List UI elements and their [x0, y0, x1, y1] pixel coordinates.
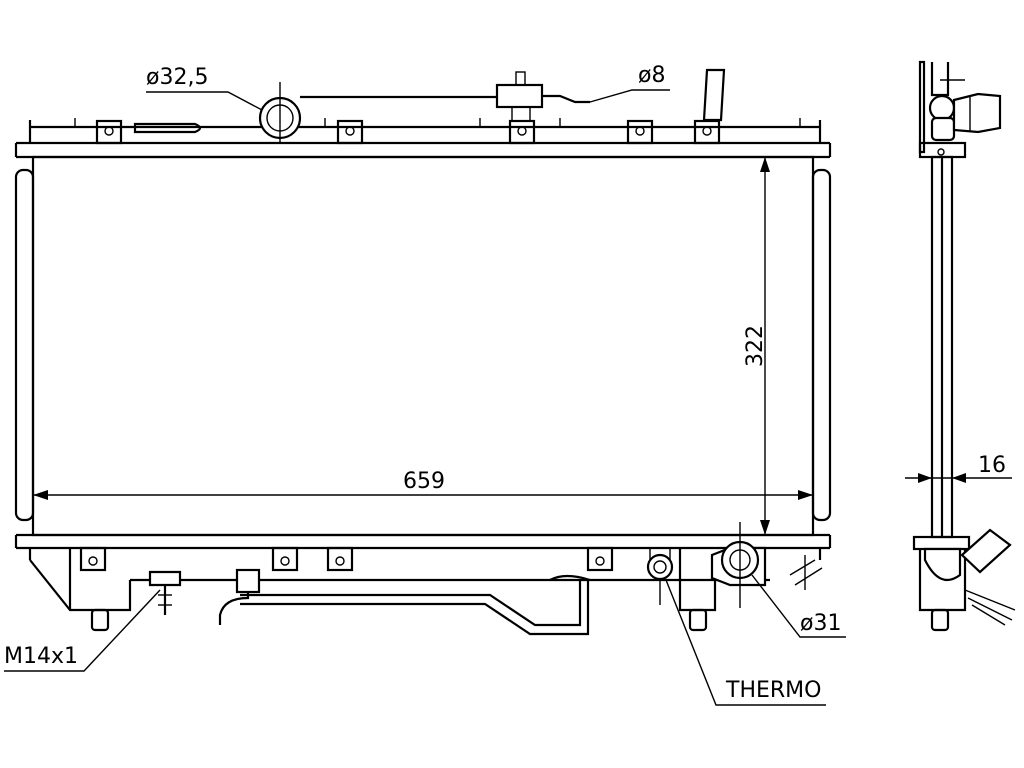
- depth-dimension: 16: [905, 453, 1012, 483]
- inlet-diameter-callout: ø32,5: [146, 65, 263, 111]
- inlet-diameter-label: ø32,5: [146, 65, 208, 90]
- mount-foot: [90, 608, 110, 632]
- thermo-label: THERMO: [725, 678, 821, 703]
- top-mount-tab: [693, 119, 721, 145]
- outlet-clamp: [789, 555, 823, 590]
- drain-thread-label: M14x1: [4, 644, 78, 669]
- bottom-mount-tab: [79, 546, 107, 572]
- bottom-mount-tab: [271, 546, 299, 572]
- small-port-connector: [495, 83, 544, 109]
- top-mount-tab: [95, 119, 123, 145]
- depth-label: 16: [978, 453, 1006, 478]
- height-dimension: 322: [743, 157, 770, 535]
- small-port-label: ø8: [638, 63, 665, 88]
- bottom-mount-tab: [586, 546, 614, 572]
- left-side-tank: [14, 168, 35, 522]
- small-port-callout: ø8: [589, 63, 670, 103]
- outlet-diameter-callout: ø31: [751, 574, 846, 638]
- top-mount-tab: [626, 119, 654, 145]
- top-mount-tab: [508, 119, 536, 145]
- top-mount-tab: [336, 119, 364, 145]
- width-label: 659: [403, 469, 445, 494]
- mount-foot: [688, 608, 708, 632]
- side-inlet-pipe: [952, 92, 1002, 134]
- side-view: 16: [905, 60, 1016, 632]
- upper-stub-pipe: [702, 68, 726, 122]
- side-outlet-pipe: [960, 528, 1012, 574]
- side-mount-foot: [930, 608, 950, 632]
- cooler-line-fitting: [235, 568, 261, 594]
- thermo-callout: THERMO: [665, 579, 826, 706]
- outlet-diameter-label: ø31: [800, 611, 841, 636]
- thermo-sensor: [646, 553, 674, 581]
- width-dimension: 659: [33, 469, 813, 500]
- height-label: 322: [743, 325, 768, 367]
- bottom-tank: [14, 522, 832, 636]
- front-view: 322 659 ø32,5 ø8 M14x1 THERMO: [4, 63, 846, 706]
- side-bottom-tank: [912, 535, 971, 551]
- drain-plug: [148, 570, 182, 587]
- right-side-tank: [811, 168, 832, 522]
- bottom-mount-tab: [326, 546, 354, 572]
- drain-thread-callout: M14x1: [4, 589, 161, 672]
- top-tank: [14, 68, 832, 159]
